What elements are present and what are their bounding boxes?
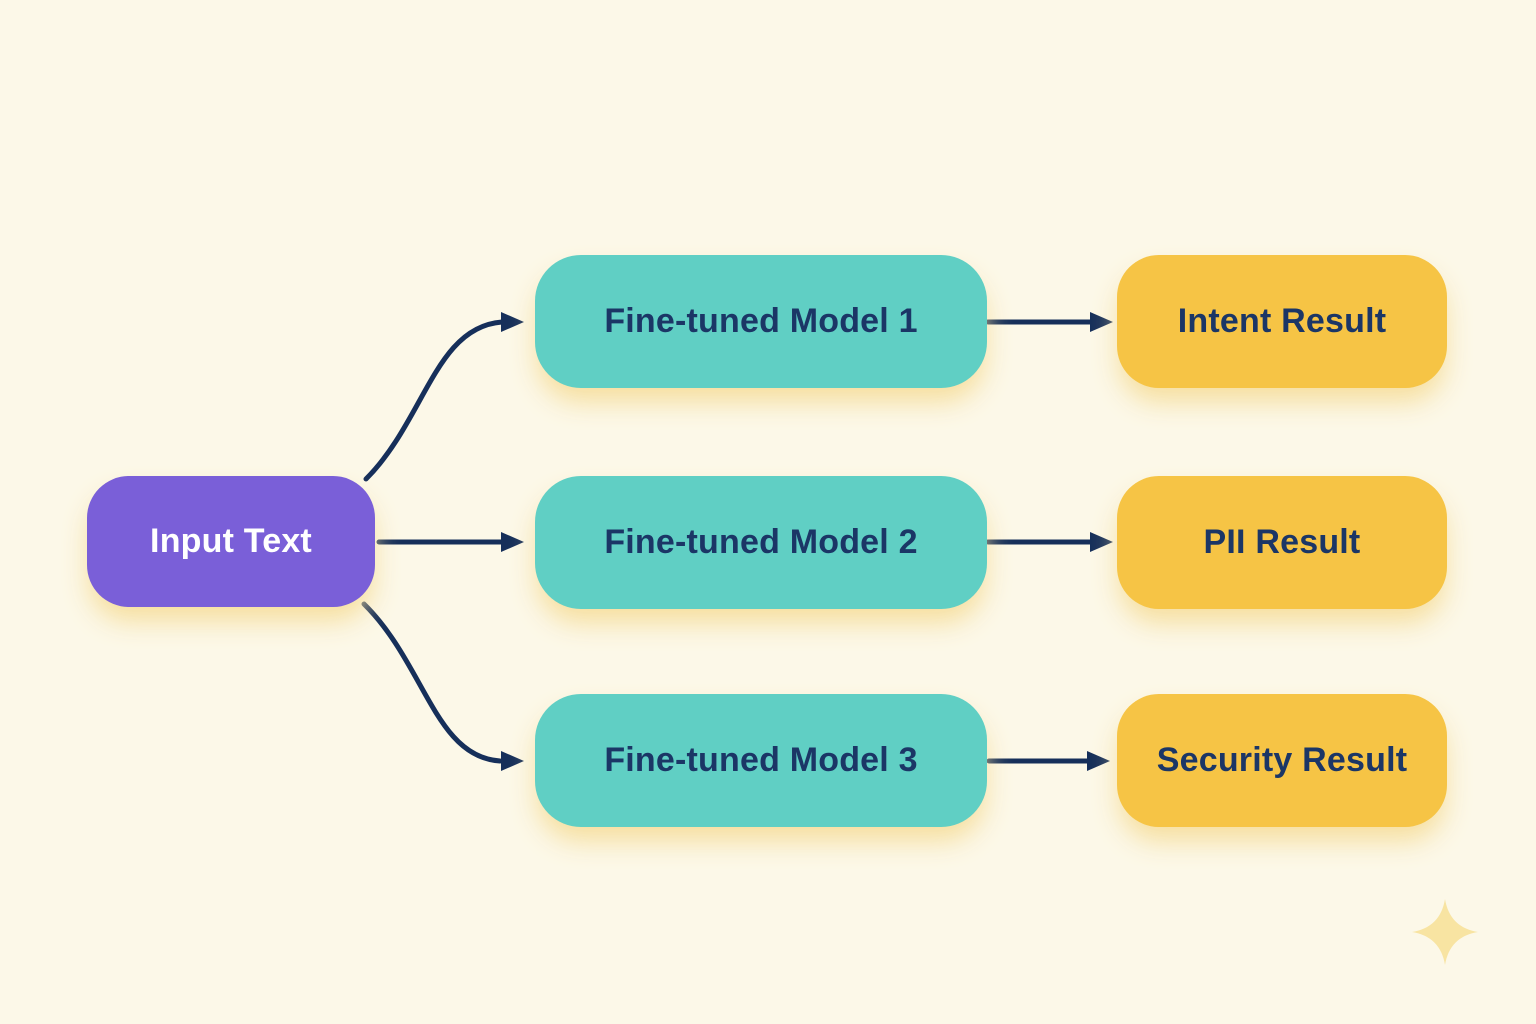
input-text-node: Input Text xyxy=(87,476,375,607)
arrow-model-2-to-pii xyxy=(985,532,1113,552)
model-3-node: Fine-tuned Model 3 xyxy=(535,694,987,827)
arrow-model-3-to-security xyxy=(986,751,1110,771)
arrow-input-to-model-1 xyxy=(363,312,524,482)
arrow-input-to-model-3 xyxy=(361,601,524,771)
security-result-node: Security Result xyxy=(1117,694,1447,827)
intent-result-node: Intent Result xyxy=(1117,255,1447,388)
model-1-node: Fine-tuned Model 1 xyxy=(535,255,987,388)
pii-result-node: PII Result xyxy=(1117,476,1447,609)
model-2-node: Fine-tuned Model 2 xyxy=(535,476,987,609)
arrow-model-1-to-intent xyxy=(985,312,1113,332)
arrow-input-to-model-2 xyxy=(376,532,524,552)
sparkle-icon xyxy=(1412,899,1478,965)
